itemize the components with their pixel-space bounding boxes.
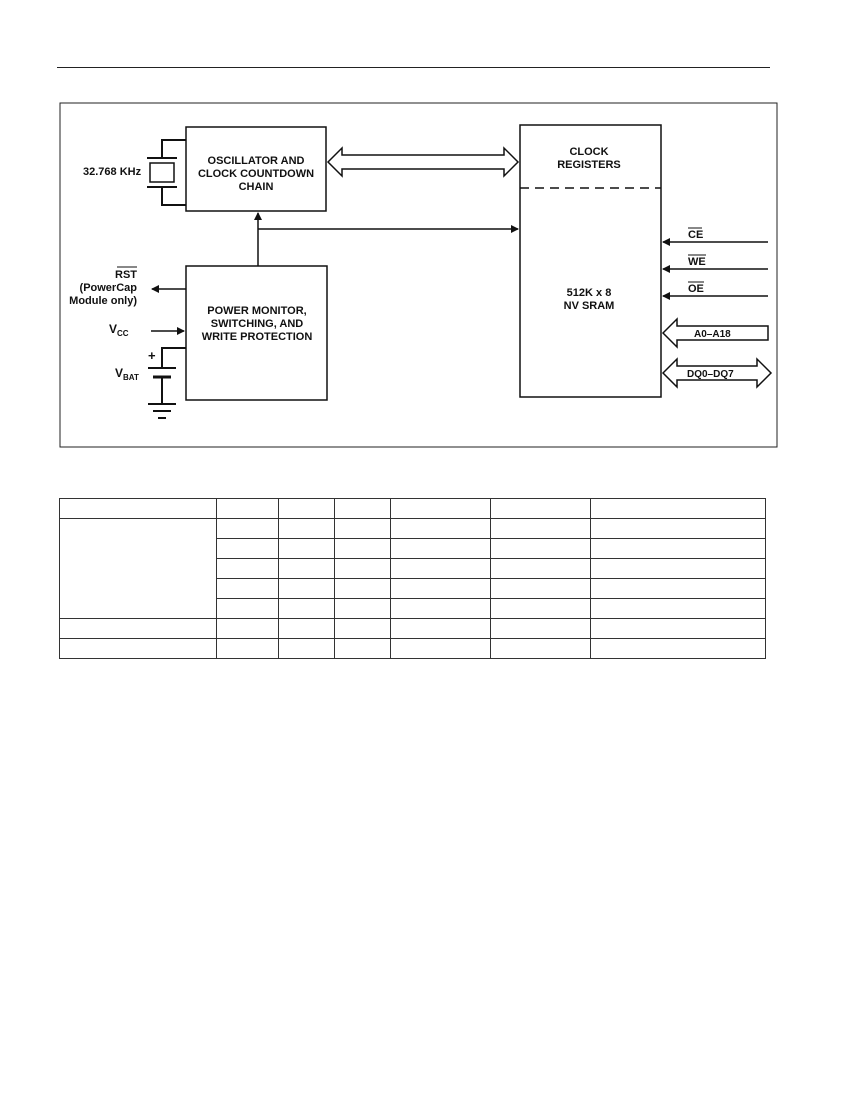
table-cell [278,638,335,659]
table-cell [334,518,391,539]
table-row [59,498,766,519]
table-cell [390,598,491,619]
table-cell [390,638,491,659]
header-rule [57,67,770,68]
table-cell [216,618,279,639]
table-cell [278,578,335,599]
table-cell [334,558,391,579]
table-cell [590,638,766,659]
battery-icon [148,347,186,404]
battery-plus-label: + [148,348,156,363]
power-label-3: WRITE PROTECTION [202,331,313,343]
table-cell [490,638,591,659]
table-cell [590,618,766,639]
rst-note-1: (PowerCap [80,282,138,294]
sram-label-2: NV SRAM [564,300,615,312]
table-cell [216,578,279,599]
table-cell [216,518,279,539]
table-cell [334,618,391,639]
table-cell [490,518,591,539]
table-cell [590,558,766,579]
clock-bus-arrow [326,146,520,178]
table-cell [59,498,217,519]
table-cell [490,558,591,579]
ground-icon [148,403,176,419]
table-cell [59,618,217,639]
table-cell [278,518,335,539]
table-cell [59,518,217,619]
table-cell [216,538,279,559]
table-row [60,578,766,599]
vcc-label: VCC [109,322,129,338]
diagram-frame [59,102,778,448]
table-row [59,638,766,659]
block-diagram: 32.768 KHz OSCILLATOR AND CLOCK COUNTDOW… [59,102,778,448]
table-cell [490,578,591,599]
data-bus-label: DQ0–DQ7 [687,369,734,380]
power-monitor-block [185,265,328,401]
table-cell [390,558,491,579]
data-bus-arrow [661,357,773,389]
table-cell [490,498,591,519]
power-label-1: POWER MONITOR, [207,305,306,317]
table-row [60,558,766,579]
table-cell [278,498,335,519]
table-row [60,538,766,559]
address-label: A0–A18 [694,329,731,340]
clock-registers-label-1: CLOCK [569,146,608,158]
table-cell [334,538,391,559]
vbat-label: VBAT [115,366,139,382]
table-cell [490,598,591,619]
table-cell [390,578,491,599]
table-cell [334,598,391,619]
table-cell [590,518,766,539]
table-cell [216,498,279,519]
table-cell [334,578,391,599]
clock-registers-label-2: REGISTERS [557,159,621,171]
table-cell [59,638,217,659]
table-cell [590,598,766,619]
table-cell [216,638,279,659]
table-row [59,518,766,619]
address-bus-arrow [661,317,769,349]
table-cell [278,558,335,579]
table-cell [334,498,391,519]
oscillator-block [185,126,327,212]
sram-label-1: 512K x 8 [567,287,612,299]
rst-note-2: Module only) [69,295,137,307]
table-cell [390,518,491,539]
oe-label: OE [688,283,704,295]
table-cell [590,498,766,519]
crystal-label: 32.768 KHz [83,166,142,178]
table-row [59,618,766,639]
oscillator-label-3: CHAIN [239,181,274,193]
table-cell [278,538,335,559]
table-cell [278,618,335,639]
table-row [60,598,766,619]
oscillator-label-1: OSCILLATOR AND [208,155,305,167]
table-cell [390,538,491,559]
rst-label: RST [115,269,137,281]
ce-label: CE [688,229,703,241]
table-cell [216,558,279,579]
oscillator-label-2: CLOCK COUNTDOWN [198,168,314,180]
table-cell [590,538,766,559]
we-label: WE [688,256,706,268]
table-cell [490,618,591,639]
table-cell [390,498,491,519]
table-cell [490,538,591,559]
sram-block [519,124,662,398]
spec-table [59,498,766,659]
table-cell [334,638,391,659]
table-cell [590,578,766,599]
crystal-icon [147,139,186,206]
table-cell [278,598,335,619]
table-cell [390,618,491,639]
power-label-2: SWITCHING, AND [211,318,304,330]
table-cell [216,598,279,619]
